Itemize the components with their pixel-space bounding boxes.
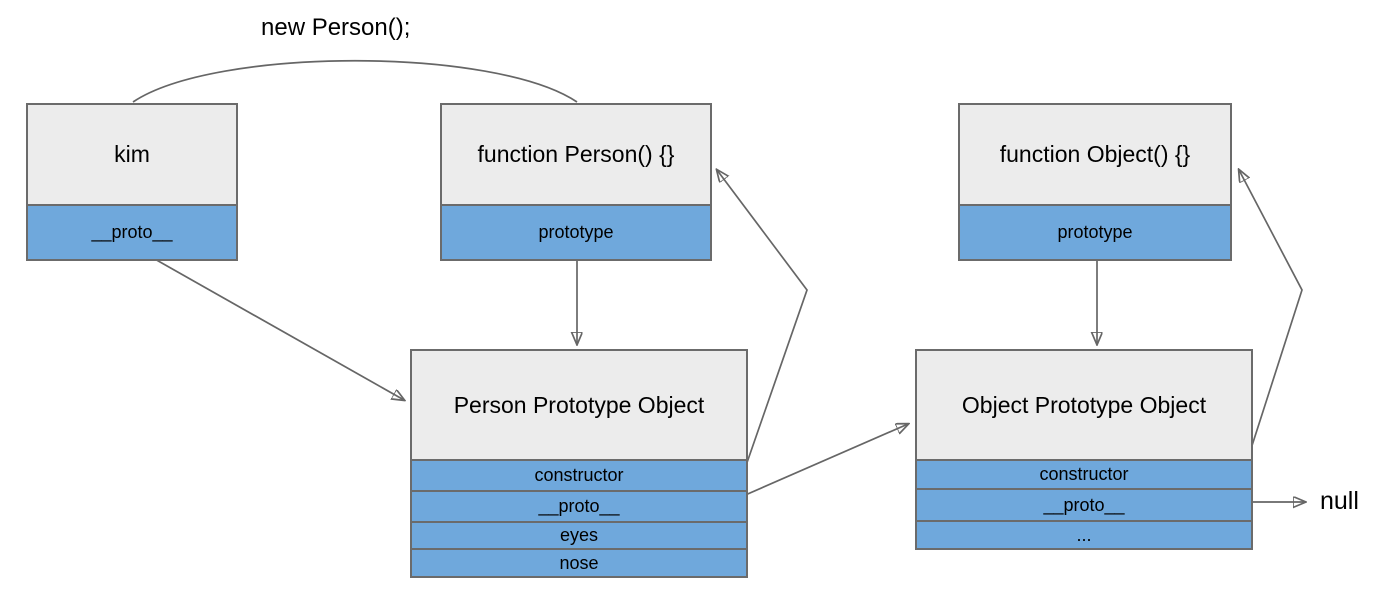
object-prototype-row-constructor: constructor	[917, 459, 1251, 488]
object-prototype-row-proto: __proto__	[917, 488, 1251, 520]
person-prototype-row-eyes: eyes	[412, 521, 746, 548]
function-person-box-title: function Person() {}	[442, 105, 710, 204]
person-prototype-box-title: Person Prototype Object	[412, 351, 746, 459]
kim-box-title: kim	[28, 105, 236, 204]
object-prototype-row-ellipsis: ...	[917, 520, 1251, 548]
function-object-box-title: function Object() {}	[960, 105, 1230, 204]
arrow-kim-proto-to-person-prototype	[129, 244, 404, 400]
null-label: null	[1320, 487, 1359, 515]
person-prototype-row-constructor: constructor	[412, 459, 746, 490]
curve-new-person-expression	[132, 59, 578, 103]
new-person-annotation: new Person();	[261, 14, 411, 41]
object-prototype-box: Object Prototype Object constructor __pr…	[915, 349, 1253, 550]
object-prototype-box-title: Object Prototype Object	[917, 351, 1251, 459]
kim-box: kim __proto__	[26, 103, 238, 261]
person-prototype-box: Person Prototype Object constructor __pr…	[410, 349, 748, 578]
function-person-row-prototype: prototype	[442, 204, 710, 259]
kim-row-proto: __proto__	[28, 204, 236, 259]
person-prototype-row-proto: __proto__	[412, 490, 746, 521]
function-person-box: function Person() {} prototype	[440, 103, 712, 261]
function-object-box: function Object() {} prototype	[958, 103, 1232, 261]
person-prototype-row-nose: nose	[412, 548, 746, 576]
arrow-person-proto-to-object-prototype	[726, 424, 908, 504]
function-object-row-prototype: prototype	[960, 204, 1230, 259]
